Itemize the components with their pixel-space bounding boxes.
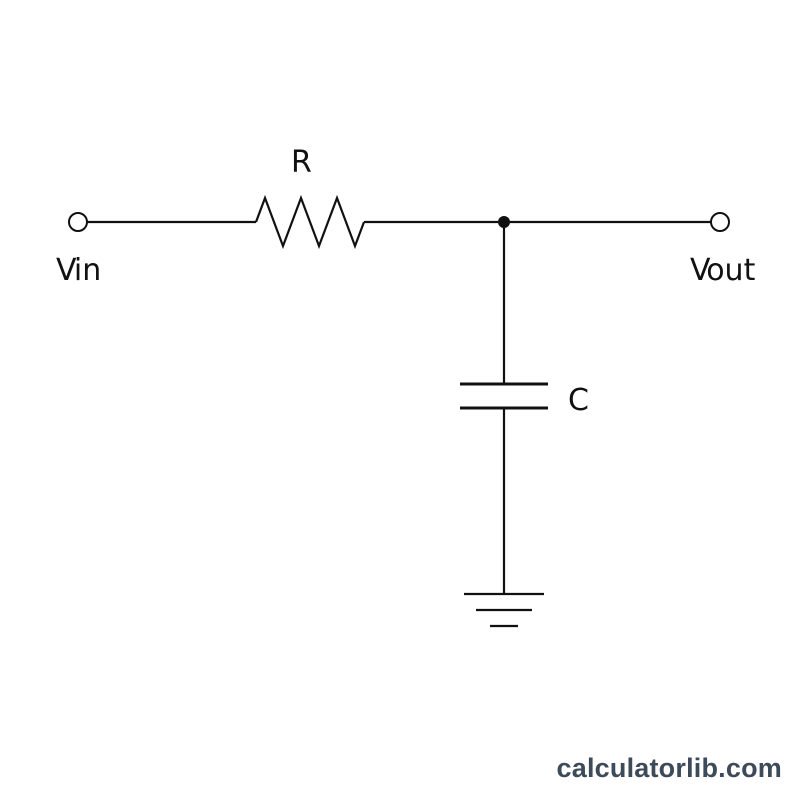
resistor-symbol xyxy=(254,194,366,250)
watermark-text: calculatorlib.com xyxy=(556,753,782,783)
output-voltage-subscript: out xyxy=(706,253,755,288)
output-voltage-label: Vout xyxy=(690,253,756,288)
input-terminal xyxy=(68,212,88,232)
capacitor-label: C xyxy=(568,383,589,418)
input-voltage-subscript: in xyxy=(74,253,101,288)
ground-symbol xyxy=(464,592,544,628)
input-voltage-label: Vin xyxy=(56,253,101,288)
output-voltage-symbol: V xyxy=(690,253,711,288)
output-terminal xyxy=(710,212,730,232)
resistor-label: R xyxy=(291,145,312,180)
input-voltage-symbol: V xyxy=(56,253,77,288)
